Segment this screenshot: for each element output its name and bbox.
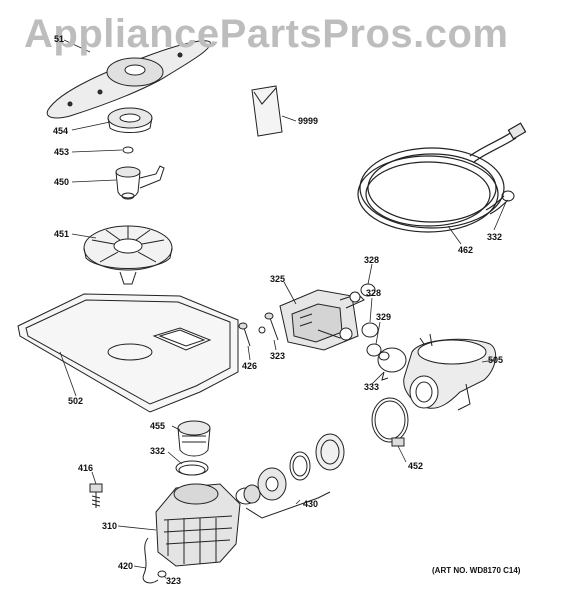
manual-part xyxy=(251,85,283,137)
tub-tray-part xyxy=(17,293,239,413)
part-label-333: 333 xyxy=(364,382,380,392)
part-label-455: 455 xyxy=(150,421,166,431)
bolt-part xyxy=(89,483,103,508)
part-label-451: 451 xyxy=(54,229,70,239)
part-label-505: 505 xyxy=(488,355,504,365)
watermark-logo: AppliancePartsPros.com xyxy=(24,12,509,56)
clamp-part xyxy=(501,190,515,202)
clamp-part xyxy=(377,347,407,381)
art-number: (ART NO. WD8170 C14) xyxy=(432,566,521,575)
washer-part xyxy=(157,570,167,578)
clamp-part xyxy=(175,460,209,476)
screws-part xyxy=(238,312,279,347)
part-label-323-lower: 323 xyxy=(166,576,182,586)
manifold-part xyxy=(115,165,165,200)
part-label-502: 502 xyxy=(68,396,84,406)
part-label-310: 310 xyxy=(102,521,118,531)
valve-assembly-part xyxy=(279,289,365,351)
part-label-462: 462 xyxy=(458,245,474,255)
part-label-9999: 9999 xyxy=(298,116,319,126)
part-label-329: 329 xyxy=(376,312,392,322)
drain-hose-part xyxy=(357,122,527,233)
spray-arm-part xyxy=(46,40,211,119)
part-label-325: 325 xyxy=(270,274,286,284)
part-label-430: 430 xyxy=(303,499,319,509)
ring-part xyxy=(361,322,379,338)
part-label-328-top: 328 xyxy=(364,255,380,265)
part-label-323-upper: 323 xyxy=(270,351,286,361)
hub-part xyxy=(107,107,153,133)
part-label-453: 453 xyxy=(54,147,70,157)
part-label-416: 416 xyxy=(78,463,94,473)
o-ring-part xyxy=(122,146,134,154)
sump-housing-part xyxy=(403,333,497,411)
part-label-452: 452 xyxy=(408,461,424,471)
part-label-454: 454 xyxy=(53,126,69,136)
part-label-51: 51 xyxy=(54,34,65,44)
part-label-426: 426 xyxy=(242,361,258,371)
filter-cup-part xyxy=(177,420,211,457)
motor-part xyxy=(155,483,257,567)
part-label-332-top: 332 xyxy=(487,232,503,242)
clamp-part xyxy=(371,397,409,447)
leader-lines xyxy=(59,39,507,579)
part-label-328-lower: 328 xyxy=(366,288,382,298)
seal-part xyxy=(366,343,382,357)
part-label-332-lower: 332 xyxy=(150,446,166,456)
wire-part xyxy=(142,537,159,584)
part-label-450: 450 xyxy=(54,177,70,187)
impeller-assembly-part xyxy=(243,433,345,519)
filter-part xyxy=(83,225,173,285)
part-label-420: 420 xyxy=(118,561,134,571)
